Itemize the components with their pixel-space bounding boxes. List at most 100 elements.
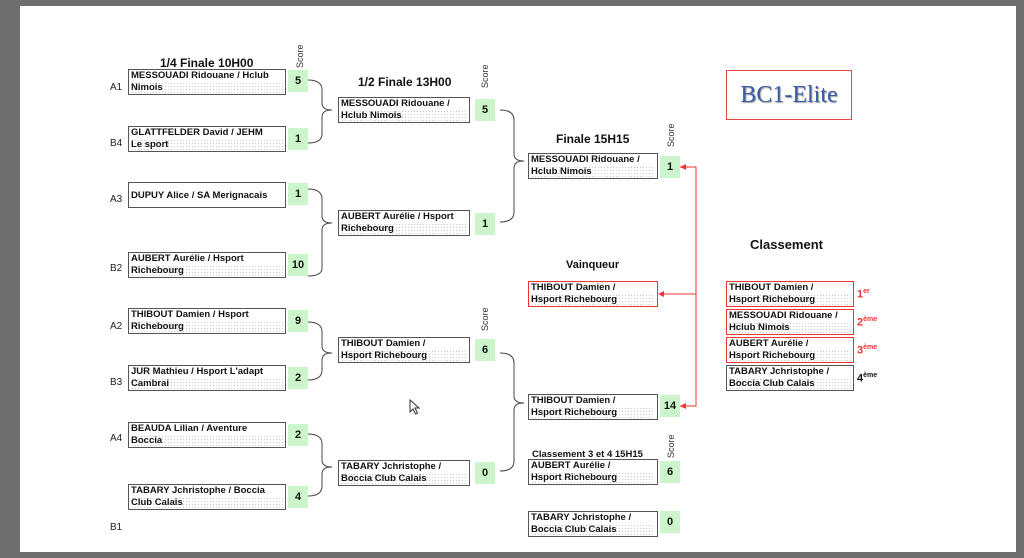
final-score: 14 — [660, 395, 680, 417]
seed-label: A1 — [110, 82, 123, 93]
rank-suffix: er — [863, 288, 870, 295]
player-club: Hsport Richebourg — [531, 407, 655, 419]
player-club: Boccia Club Calais — [341, 473, 467, 485]
rank-number: 1 — [857, 288, 864, 301]
qf-score: 2 — [288, 367, 308, 389]
player-name: THIBOUT Damien / — [531, 395, 616, 406]
player-club: Le sport — [131, 139, 283, 151]
bracket-sheet: 1/4 Finale 10H00 1/2 Finale 13H00 Finale… — [20, 6, 1016, 552]
ranking-title: Classement — [750, 237, 823, 252]
player-name: AUBERT Aurélie / Hsport — [131, 253, 244, 264]
final-player-box: THIBOUT Damien /Hsport Richebourg — [528, 394, 658, 420]
sf-score: 0 — [475, 462, 495, 484]
qf-score: 4 — [288, 486, 308, 508]
player-name: THIBOUT Damien / Hsport — [131, 309, 249, 320]
player-name: MESSOUADI Ridouane / Hclub — [131, 70, 269, 81]
ranking-box: TABARY Jchristophe /Boccia Club Calais — [726, 365, 854, 391]
ranking-box: THIBOUT Damien /Hsport Richebourg — [726, 281, 854, 307]
seed-label: A2 — [110, 321, 123, 332]
third-place-player-box: AUBERT Aurélie /Hsport Richebourg — [528, 459, 658, 485]
seed-label: B4 — [110, 138, 123, 149]
third-place-title: Classement 3 et 4 15H15 — [532, 449, 643, 460]
player-club: Hclub Nimois — [531, 166, 655, 178]
qf-score: 9 — [288, 310, 308, 332]
player-name: THIBOUT Damien / — [341, 338, 426, 349]
seed-label: B2 — [110, 263, 123, 274]
player-club: Hclub Nimois — [729, 322, 851, 334]
player-name: GLATTFELDER David / JEHM — [131, 127, 263, 138]
semifinal-title: 1/2 Finale 13H00 — [358, 75, 452, 89]
player-club: Hsport Richebourg — [531, 472, 655, 484]
third-place-score: 0 — [660, 511, 680, 533]
sf-player-box: MESSOUADI Ridouane /Hclub Nimois — [338, 97, 470, 123]
player-name: TABARY Jchristophe / — [531, 512, 632, 523]
sf-score: 1 — [475, 213, 495, 235]
player-club: Boccia — [131, 435, 283, 447]
qf-score: 1 — [288, 128, 308, 150]
seed-label: A3 — [110, 194, 123, 205]
rank-label: 1er — [857, 288, 870, 301]
final-title: Finale 15H15 — [556, 132, 630, 146]
player-name: JUR Mathieu / Hsport L'adapt — [131, 366, 264, 377]
score-label-final: Score — [666, 123, 676, 147]
score-label-third: Score — [666, 434, 676, 458]
qf-score: 5 — [288, 70, 308, 92]
player-club: Hsport Richebourg — [729, 350, 851, 362]
player-name: AUBERT Aurélie / Hsport — [341, 211, 454, 222]
player-club: Hsport Richebourg — [729, 294, 851, 306]
score-label-qf: Score — [295, 44, 305, 68]
rank-number: 3 — [857, 344, 864, 357]
player-name: THIBOUT Damien / — [531, 282, 616, 293]
player-club: Richebourg — [131, 265, 283, 277]
ranking-box: MESSOUADI Ridouane /Hclub Nimois — [726, 309, 854, 335]
player-club: Hclub Nimois — [341, 110, 467, 122]
player-club: Hsport Richebourg — [531, 294, 655, 306]
player-name: DUPUY Alice / SA Merignacais — [131, 190, 268, 201]
player-name: THIBOUT Damien / — [729, 282, 814, 293]
player-club: Boccia Club Calais — [531, 524, 655, 536]
player-club: Club Calais — [131, 497, 283, 509]
bracket-lines — [307, 79, 697, 497]
player-name: AUBERT Aurélie / — [531, 460, 611, 471]
player-name: MESSOUADI Ridouane / — [729, 310, 838, 321]
rank-number: 2 — [857, 316, 864, 329]
sf-player-box: THIBOUT Damien /Hsport Richebourg — [338, 337, 470, 363]
bc1-elite-logo: BC1-Elite — [726, 70, 852, 120]
player-club: Richebourg — [131, 321, 283, 333]
player-name: BEAUDA Lilian / Aventure — [131, 423, 248, 434]
rank-suffix: ème — [863, 316, 878, 323]
rank-label: 2ème — [857, 316, 877, 329]
player-club: Hsport Richebourg — [341, 350, 467, 362]
score-label-sf-bottom: Score — [480, 307, 490, 331]
mouse-cursor-icon — [409, 399, 421, 415]
final-player-box: MESSOUADI Ridouane /Hclub Nimois — [528, 153, 658, 179]
qf-score: 2 — [288, 424, 308, 446]
player-name: MESSOUADI Ridouane / — [531, 154, 640, 165]
final-score: 1 — [660, 156, 680, 178]
player-name: TABARY Jchristophe / — [341, 461, 442, 472]
seed-label: A4 — [110, 433, 123, 444]
player-club: Richebourg — [341, 223, 467, 235]
rank-label: 3ème — [857, 344, 877, 357]
rank-suffix: ème — [863, 372, 878, 379]
qf-score: 10 — [288, 254, 308, 276]
qf-score: 1 — [288, 183, 308, 205]
sf-score: 6 — [475, 339, 495, 361]
rank-label: 4ème — [857, 372, 877, 385]
player-name: TABARY Jchristophe / — [729, 366, 830, 377]
seed-label: B1 — [110, 522, 123, 533]
third-place-player-box: TABARY Jchristophe /Boccia Club Calais — [528, 511, 658, 537]
score-label-sf: Score — [480, 64, 490, 88]
player-club: Boccia Club Calais — [729, 378, 851, 390]
player-name: AUBERT Aurélie / — [729, 338, 809, 349]
player-name: MESSOUADI Ridouane / — [341, 98, 450, 109]
player-name: TABARY Jchristophe / Boccia — [131, 485, 265, 496]
quarterfinal-title: 1/4 Finale 10H00 — [160, 56, 254, 70]
